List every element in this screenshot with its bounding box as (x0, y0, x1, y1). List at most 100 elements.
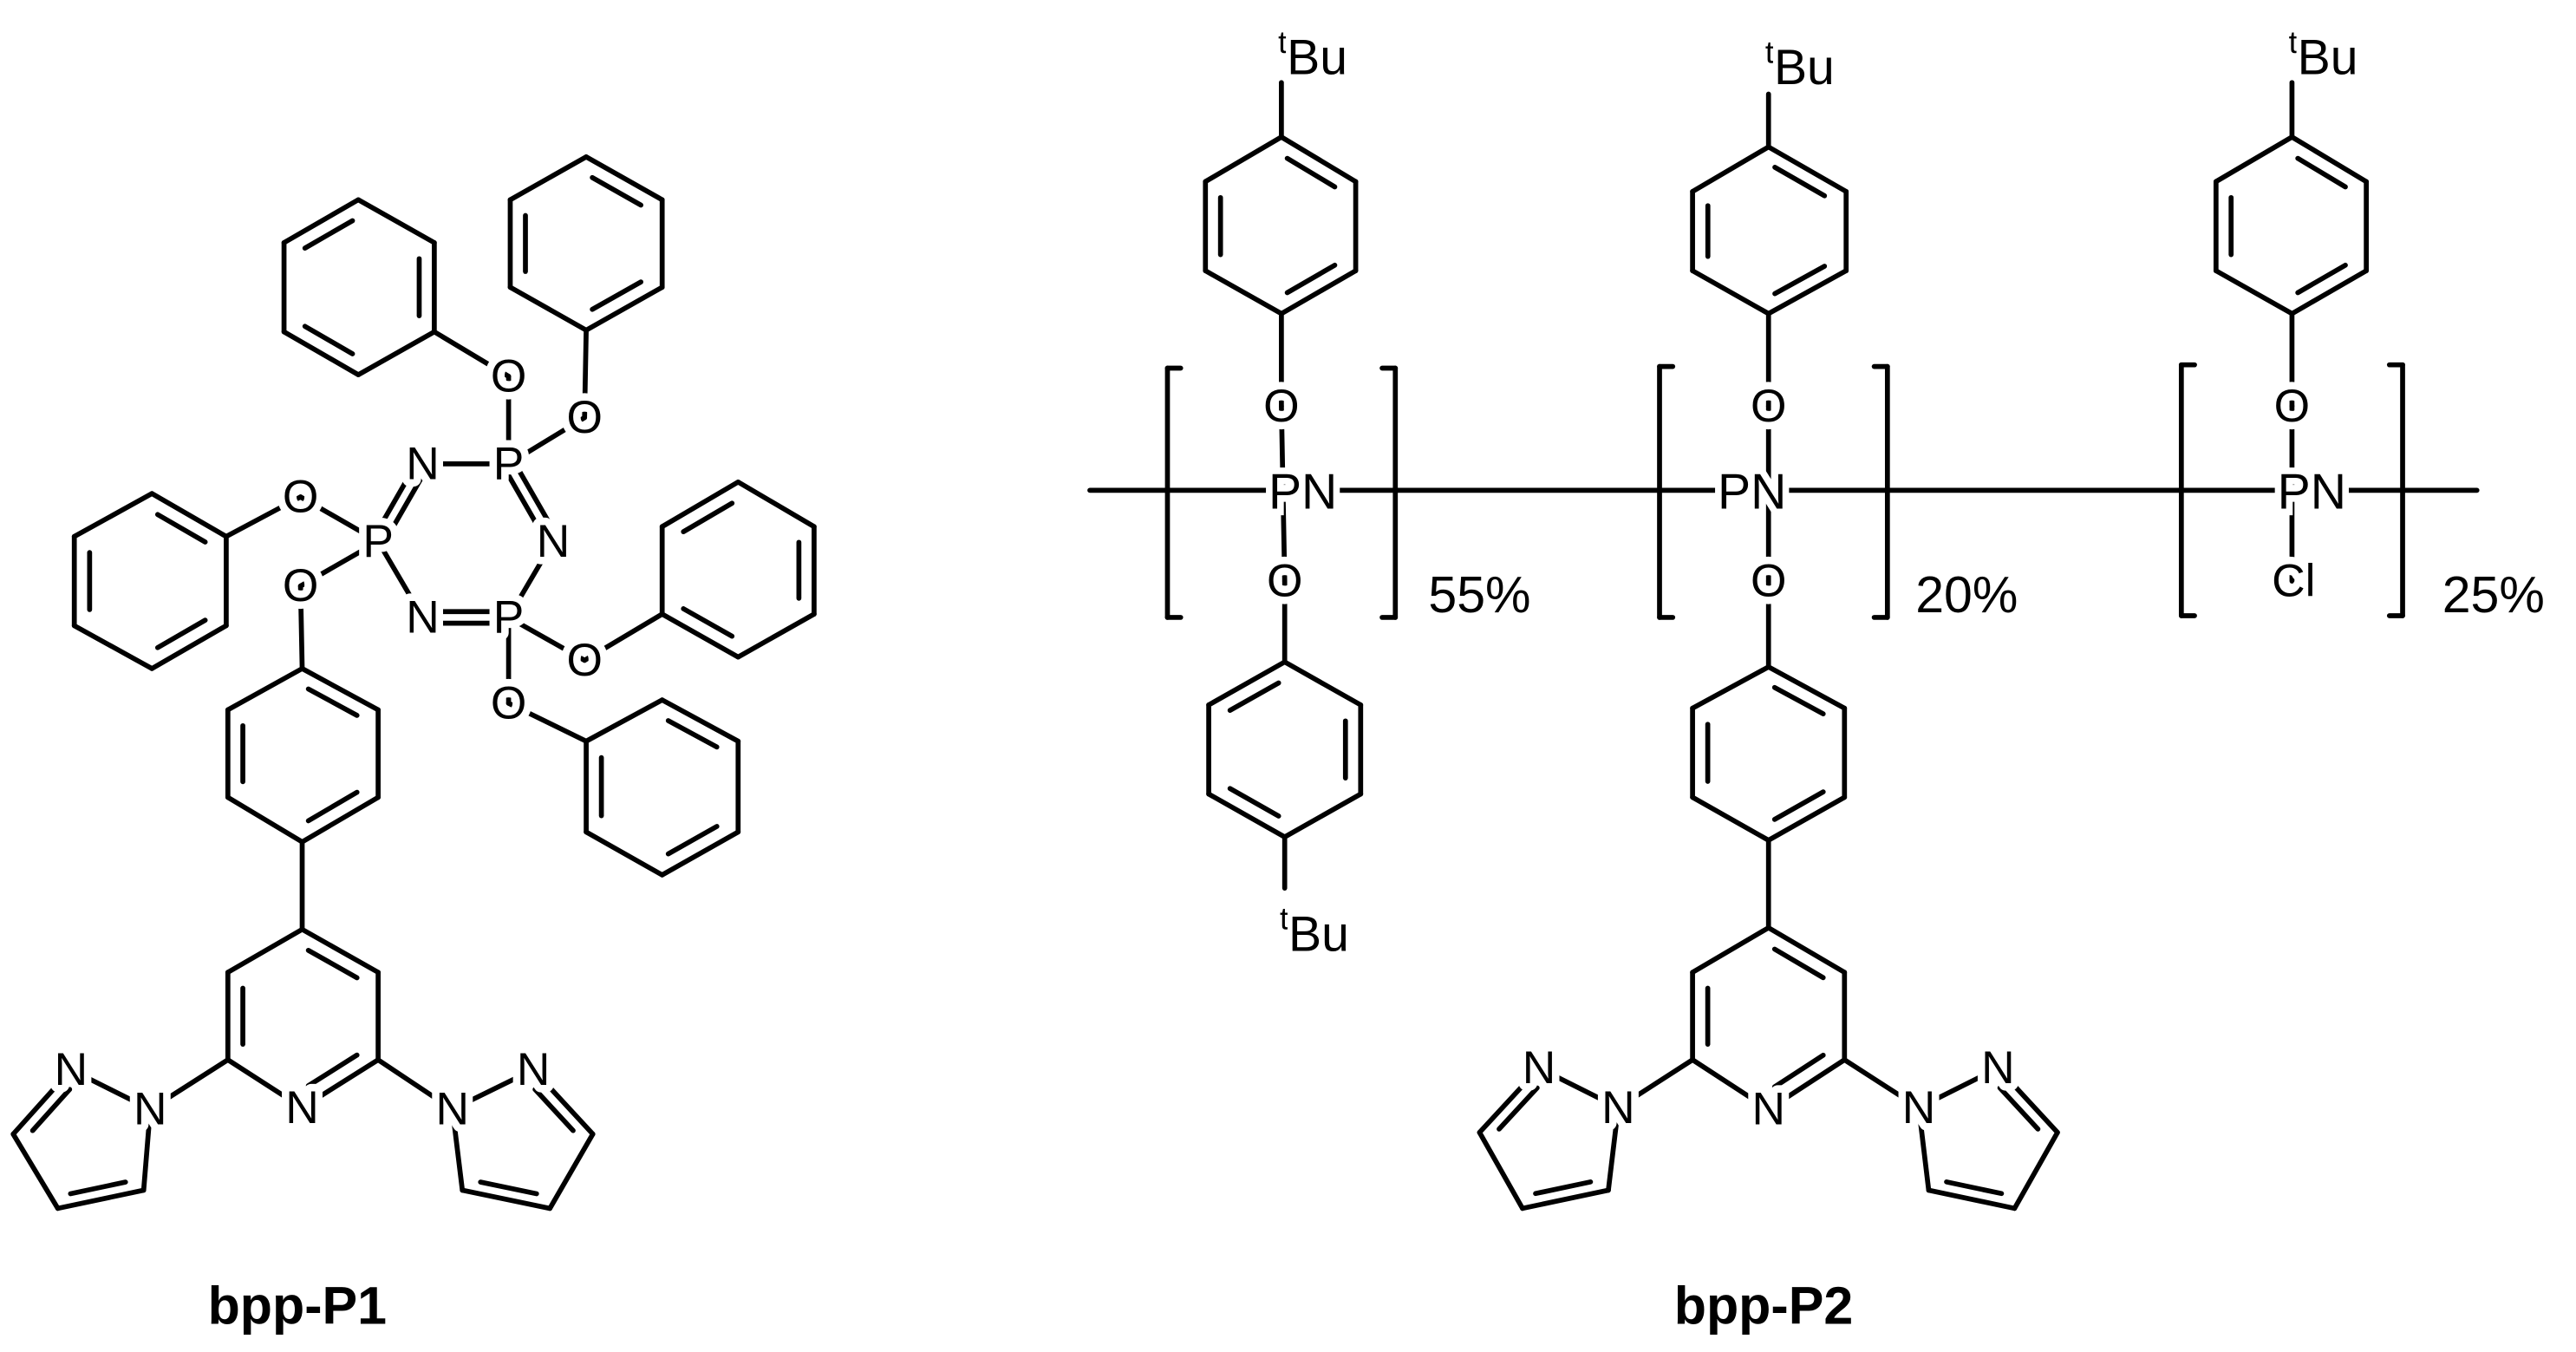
compound-label-bpp-p2: bpp-P2 (1674, 1277, 1853, 1336)
phenylene-ring-bond (299, 794, 381, 845)
aryl-ring-double-bond (1284, 262, 1338, 296)
atom-n: N (1601, 1082, 1635, 1133)
unit-percent: 25% (2442, 566, 2545, 624)
pyrazole-ring-bond (1916, 1105, 1932, 1193)
tbu-group: tBu (1765, 34, 1835, 95)
pyrazole-ring-double-bond (478, 1179, 539, 1197)
phenyl-ring-bond (71, 623, 155, 671)
phenyl-ring-double-bond (154, 512, 208, 545)
pyrazole-ring-bond (449, 1067, 537, 1113)
phenylene-ring-double-bond (1771, 684, 1826, 717)
atom-o: O (491, 677, 526, 728)
phenyl-ring-double-bond (590, 174, 644, 208)
aryl-ring-bond (2213, 268, 2295, 317)
phenyl-ring-bond (355, 197, 437, 245)
p-n-double-bond (381, 464, 431, 547)
aryl-ring-double-bond (1772, 165, 1828, 199)
atom-pn: PN (1268, 464, 1337, 519)
atom-n: N (285, 1082, 319, 1133)
bond (582, 611, 665, 663)
phenyl-ring-double-bond (665, 824, 720, 857)
pyrazole-ring-double-bond (1497, 1085, 1540, 1132)
atom-n: N (436, 1084, 470, 1135)
phenylene-ring-double-bond (305, 789, 360, 824)
atom-n: N (406, 438, 440, 489)
aryl-ring-bond (1281, 791, 1364, 839)
phenylene-ring-bond (225, 794, 305, 845)
atom-o: O (566, 392, 602, 443)
bond (582, 327, 589, 421)
phenylene-ring-double-bond (305, 686, 360, 718)
atom-n: N (1981, 1042, 2015, 1094)
compound-bpp-p2: tBu tBu tBu tBu O O PN O O PN O Cl PN 55… (1256, 19, 2545, 1336)
tbu-group: tBu (1278, 24, 1347, 86)
p-n-double-bond (511, 458, 561, 541)
atom-o: O (283, 471, 318, 522)
pyrazole-ring-bond (460, 1187, 553, 1212)
atom-o: O (1263, 381, 1299, 432)
pyridine-ring-bond (1765, 924, 1848, 976)
pyrazole-ring-bond (1536, 1065, 1621, 1111)
aryl-ring-bond (1765, 144, 1849, 194)
phenylene-ring-bond (299, 666, 381, 713)
phenylene-ring-bond (1765, 794, 1848, 843)
phenyl-ring-bond (659, 479, 741, 530)
unit-percent: 55% (1428, 566, 1530, 624)
aryl-ring-bond (1690, 144, 1771, 194)
bond (1615, 1057, 1695, 1111)
p-n-double-bond (500, 464, 551, 547)
pyrazole-ring-bond (1477, 1065, 1542, 1135)
tbu-group: tBu (2289, 24, 2358, 86)
phenyl-ring-double-bond (681, 500, 735, 534)
atom-p: P (493, 591, 525, 643)
atom-o: O (566, 635, 602, 686)
pyridine-ring-bond (225, 1057, 305, 1111)
unit-percent: 20% (1915, 566, 2018, 624)
pyrazole-ring-double-bond (532, 1087, 576, 1133)
atom-cl: Cl (2272, 556, 2315, 607)
pyrazole-ring-bond (10, 1067, 74, 1137)
pyrazole-ring-bond (1520, 1187, 1611, 1212)
pyrazole-ring-bond (55, 1187, 147, 1212)
phenyl-ring-bond (735, 611, 817, 660)
bond (1842, 1057, 1921, 1111)
pyrazole-ring-double-bond (68, 1179, 128, 1197)
pyrazole-ring-bond (547, 1131, 596, 1212)
aryl-ring-bond (1206, 791, 1288, 839)
atom-n: N (1523, 1042, 1556, 1094)
pyrazole-ring-bond (140, 1107, 153, 1193)
atom-n: N (134, 1084, 167, 1135)
bond (505, 701, 589, 744)
pyrazole-ring-double-bond (1997, 1085, 2041, 1132)
pyrazole-ring-bond (1916, 1065, 2001, 1111)
pyrazole-ring-bond (68, 1067, 153, 1113)
aryl-ring-bond (2213, 134, 2295, 185)
atom-o: O (2274, 381, 2310, 432)
atom-pn: PN (2278, 464, 2346, 519)
compound-label-bpp-p1: bpp-P1 (208, 1277, 387, 1336)
phenylene-ring-bond (1765, 664, 1848, 711)
compound-bpp-p1: O O P N P N N P O O O O N N N N N bpp-P1 (47, 343, 610, 1336)
phenyl-ring-bond (149, 623, 229, 671)
pyrazole-ring-bond (1926, 1187, 2018, 1212)
atom-o: O (283, 560, 318, 611)
phenyl-ring-bond (659, 829, 741, 878)
aryl-ring-bond (1765, 268, 1849, 317)
pyridine-ring-bond (299, 926, 381, 976)
bond-layer (10, 80, 2480, 1212)
atom-n: N (537, 516, 571, 567)
pyridine-ring-double-bond (1771, 1052, 1826, 1090)
pyridine-ring-double-bond (1771, 946, 1826, 981)
phenylene-ring-bond (1690, 794, 1771, 843)
bond (1279, 403, 1288, 584)
pyridine-ring-bond (1690, 924, 1771, 976)
aryl-ring-double-bond (1284, 155, 1338, 190)
atom-n: N (406, 591, 440, 643)
atom-o: O (1751, 556, 1786, 607)
bond (375, 1057, 455, 1113)
bond (505, 539, 556, 620)
atom-pn: PN (1718, 464, 1786, 519)
phenyl-ring-bond (507, 284, 589, 333)
atom-n: N (1751, 1084, 1785, 1135)
